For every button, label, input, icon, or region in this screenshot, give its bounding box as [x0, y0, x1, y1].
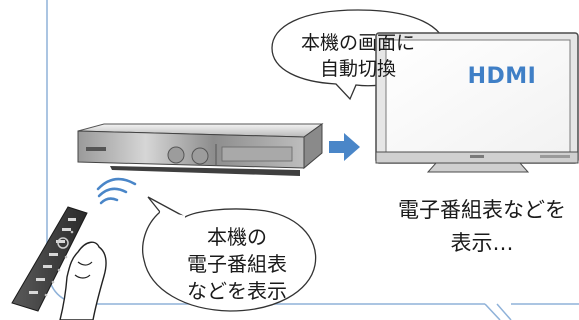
tv-caption-line-1: 電子番組表などを [398, 198, 566, 222]
remote-control-icon [11, 206, 88, 312]
right-arrow-icon [329, 133, 360, 161]
bottom-speech-bubble [142, 196, 317, 312]
hdmi-label: HDMI [467, 64, 537, 89]
top-bubble-line-1: 本機の画面に [300, 32, 415, 54]
bottom-bubble-line-3: などを表示 [187, 279, 287, 303]
hand-icon [59, 241, 107, 320]
bottom-bubble-line-2: 電子番組表 [187, 252, 287, 276]
blu-ray-recorder-icon [77, 123, 324, 176]
wireless-signal-icon [96, 177, 137, 205]
flat-tv-icon [375, 32, 579, 173]
top-bubble-line-2: 自動切換 [319, 58, 396, 80]
bottom-bubble-line-1: 本機の [207, 225, 267, 249]
tv-caption-line-2: 表示… [450, 231, 514, 255]
